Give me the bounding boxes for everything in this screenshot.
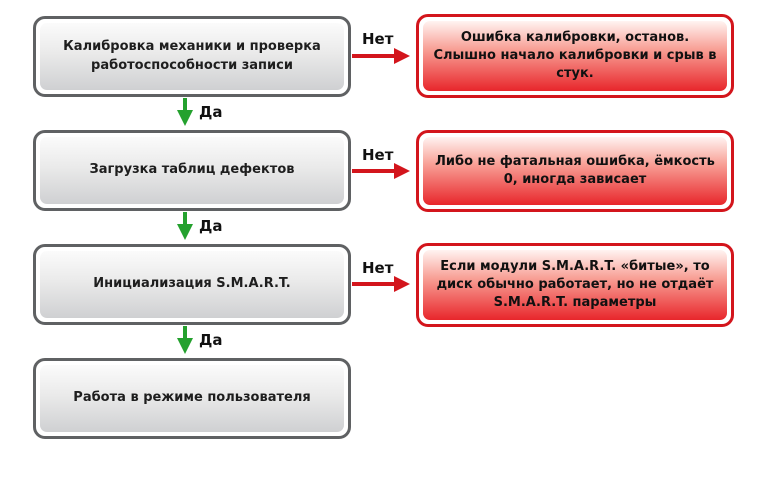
- step-smart-init-text: Инициализация S.M.A.R.T.: [40, 251, 344, 318]
- step-calibration-text: Калибровка механики и проверка работоспо…: [40, 23, 344, 90]
- step-user-mode-text: Работа в режиме пользователя: [40, 365, 344, 432]
- yes-label-1: Да: [199, 103, 223, 121]
- error-defect-tables: Либо не фатальная ошибка, ёмкость 0, ино…: [416, 130, 734, 212]
- step-defect-tables-text: Загрузка таблиц дефектов: [40, 137, 344, 204]
- no-label-1: Нет: [362, 30, 394, 48]
- error-calibration-text: Ошибка калибровки, останов. Слышно начал…: [423, 21, 727, 91]
- step-calibration: Калибровка механики и проверка работоспо…: [33, 16, 351, 97]
- no-label-2: Нет: [362, 146, 394, 164]
- error-defect-tables-text: Либо не фатальная ошибка, ёмкость 0, ино…: [423, 137, 727, 205]
- yes-label-3: Да: [199, 331, 223, 349]
- yes-label-2: Да: [199, 217, 223, 235]
- step-defect-tables: Загрузка таблиц дефектов: [33, 130, 351, 211]
- error-smart: Если модули S.M.A.R.T. «битые», то диск …: [416, 243, 734, 327]
- error-calibration: Ошибка калибровки, останов. Слышно начал…: [416, 14, 734, 98]
- error-smart-text: Если модули S.M.A.R.T. «битые», то диск …: [423, 250, 727, 320]
- step-user-mode: Работа в режиме пользователя: [33, 358, 351, 439]
- no-label-3: Нет: [362, 259, 394, 277]
- step-smart-init: Инициализация S.M.A.R.T.: [33, 244, 351, 325]
